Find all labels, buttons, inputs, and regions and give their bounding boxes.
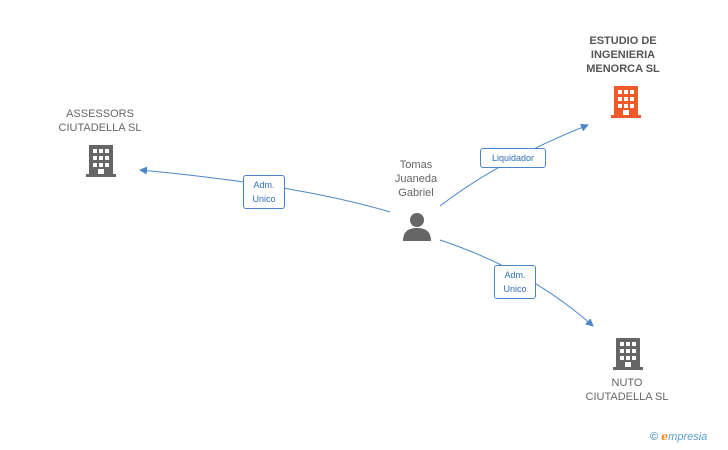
person-name-label: Tomas Juaneda Gabriel xyxy=(394,159,438,199)
edge-label-adm-unico-assessors: Adm. Unico xyxy=(243,175,285,209)
empresia-logo-e: ℯ xyxy=(661,431,669,443)
edge-label-liquidador: Liquidador xyxy=(480,148,546,168)
copyright-icon: © xyxy=(650,431,659,443)
building-icon-assessors[interactable] xyxy=(86,143,116,177)
footer-brand: © ℯmpresia xyxy=(650,430,707,443)
building-icon-estudio[interactable] xyxy=(611,84,641,118)
estudio-company-label[interactable]: ESTUDIO DE INGENIERIA MENORCA SL xyxy=(586,35,660,75)
edge-label-adm-unico-nuto: Adm. Unico xyxy=(494,265,536,299)
nuto-company-label[interactable]: NUTO CIUTADELLA SL xyxy=(585,377,669,403)
building-icon-nuto[interactable] xyxy=(613,336,643,370)
person-icon[interactable] xyxy=(402,212,432,242)
assessors-company-label[interactable]: ASSESSORS CIUTADELLA SL xyxy=(58,108,142,134)
empresia-logo-text: mpresia xyxy=(668,431,708,443)
